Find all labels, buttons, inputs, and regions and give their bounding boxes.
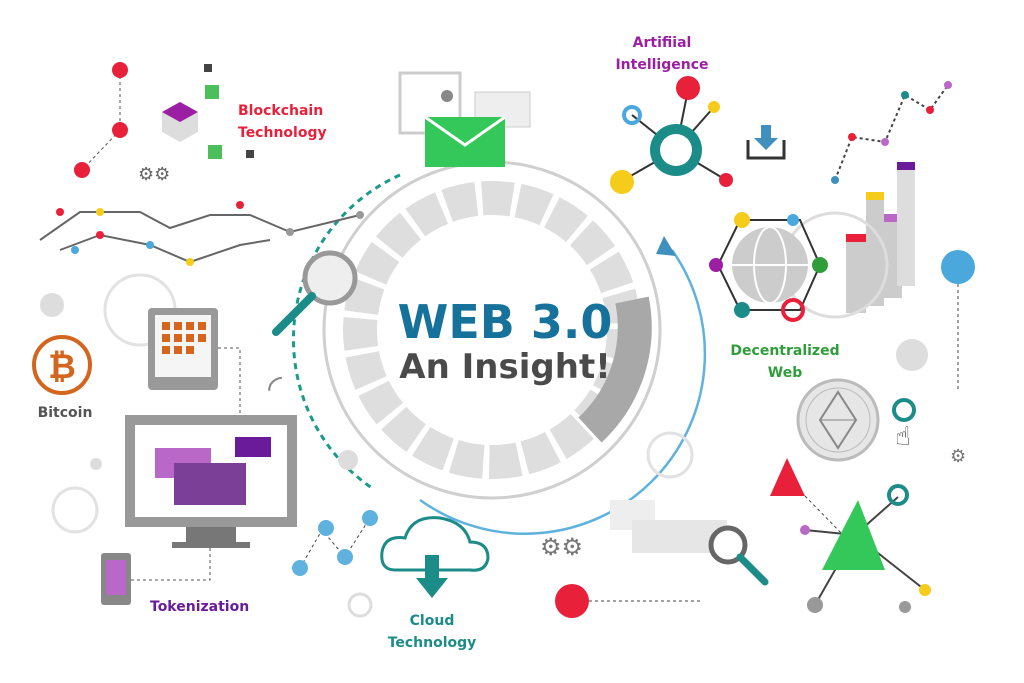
label-ai-2: Intelligence [615, 57, 708, 73]
svg-text:₿: ₿ [48, 347, 76, 387]
ai-network-icon [610, 76, 733, 194]
cloud-download-icon [380, 516, 490, 598]
triangle-network-icon [770, 458, 931, 613]
phone-icon [101, 548, 211, 605]
globe-network-icon [709, 211, 889, 322]
label-bitcoin: Bitcoin [38, 405, 93, 421]
click-button-icon [892, 398, 916, 422]
molecule-icon [292, 450, 378, 618]
label-ai-1: Artifiial [633, 35, 692, 51]
search-magnifier-icon [708, 525, 769, 586]
pin-icon [941, 250, 975, 284]
rss-icon: ◜ [268, 368, 282, 409]
email-icon [398, 71, 531, 167]
label-decentralized-2: Web [768, 365, 802, 381]
monitor-icon [125, 415, 297, 548]
bitcoin-icon: ₿ [32, 293, 92, 395]
download-icon [746, 125, 786, 160]
gears-icon-right: ⚙ [950, 446, 966, 467]
tablet-icon [148, 308, 241, 415]
blockchain-illustration: ⚙⚙ [39, 62, 364, 266]
label-blockchain-2: Technology [238, 125, 327, 141]
bar-chart-3d-icon [846, 162, 915, 313]
label-cloud-2: Technology [388, 635, 477, 651]
line-chart-icon [831, 81, 952, 184]
magnifier-icon [302, 250, 358, 306]
label-cloud-1: Cloud [410, 613, 455, 629]
title-web3: WEB 3.0 [398, 295, 613, 349]
ethereum-coin-icon [796, 378, 880, 462]
pointer-hand-icon: ☝ [895, 422, 911, 452]
central-ring [291, 160, 707, 535]
title-insight: An Insight! [399, 347, 610, 387]
label-tokenization: Tokenization [150, 599, 249, 615]
gears-icon: ⚙⚙ [138, 164, 170, 185]
gears-icon-bottom: ⚙⚙ [540, 533, 583, 561]
label-decentralized-1: Decentralized [730, 343, 839, 359]
red-dot [555, 584, 589, 618]
label-blockchain-1: Blockchain [238, 103, 323, 119]
